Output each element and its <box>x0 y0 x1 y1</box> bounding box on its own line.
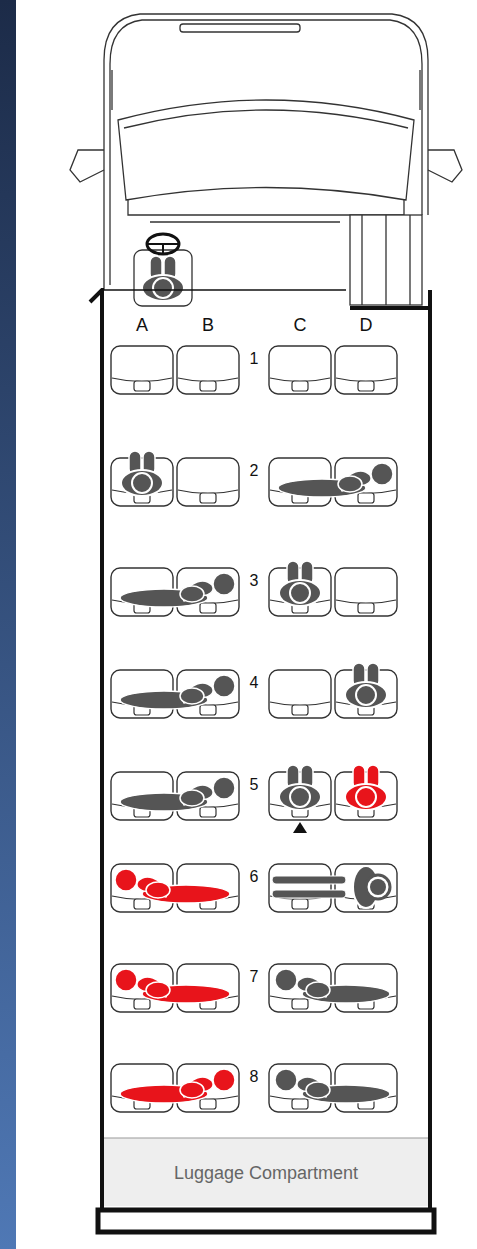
row-number: 1 <box>250 351 259 367</box>
row-number: 2 <box>250 463 259 479</box>
lying-passenger <box>120 573 235 607</box>
column-letter: A <box>136 316 148 334</box>
injured-passenger <box>115 969 230 1003</box>
seated-passenger <box>121 451 163 496</box>
injured-passenger <box>345 765 387 810</box>
door <box>350 215 422 305</box>
column-letter: B <box>202 316 214 334</box>
row-number: 5 <box>250 777 259 793</box>
compartment-band: Luggage Compartment <box>104 1140 428 1206</box>
column-letter: D <box>360 316 373 334</box>
seated-passenger <box>345 663 387 708</box>
side-band <box>0 0 16 1249</box>
lying-passenger <box>120 777 235 811</box>
row-number: 8 <box>250 1069 259 1085</box>
compartment-label: Luggage Compartment <box>174 1163 358 1184</box>
lying-passenger <box>275 1069 390 1103</box>
seated-passenger <box>279 765 321 810</box>
row-number: 6 <box>250 869 259 885</box>
injured-passenger <box>115 869 230 903</box>
lying-passenger <box>120 675 235 709</box>
lying-passenger <box>272 866 390 908</box>
lying-passenger <box>275 969 390 1003</box>
seated-passenger <box>279 561 321 606</box>
column-letter: C <box>294 316 307 334</box>
seat-rows <box>111 346 397 1112</box>
bus-wall <box>90 290 430 1232</box>
injured-passenger <box>120 1069 235 1103</box>
lying-passenger <box>278 463 393 497</box>
bus-rear <box>98 1138 434 1232</box>
driver <box>134 234 192 306</box>
row-number: 7 <box>250 969 259 985</box>
row-number: 4 <box>250 675 259 691</box>
marker-triangle <box>293 822 307 833</box>
row-number: 3 <box>250 573 259 589</box>
passengers <box>115 451 393 1103</box>
